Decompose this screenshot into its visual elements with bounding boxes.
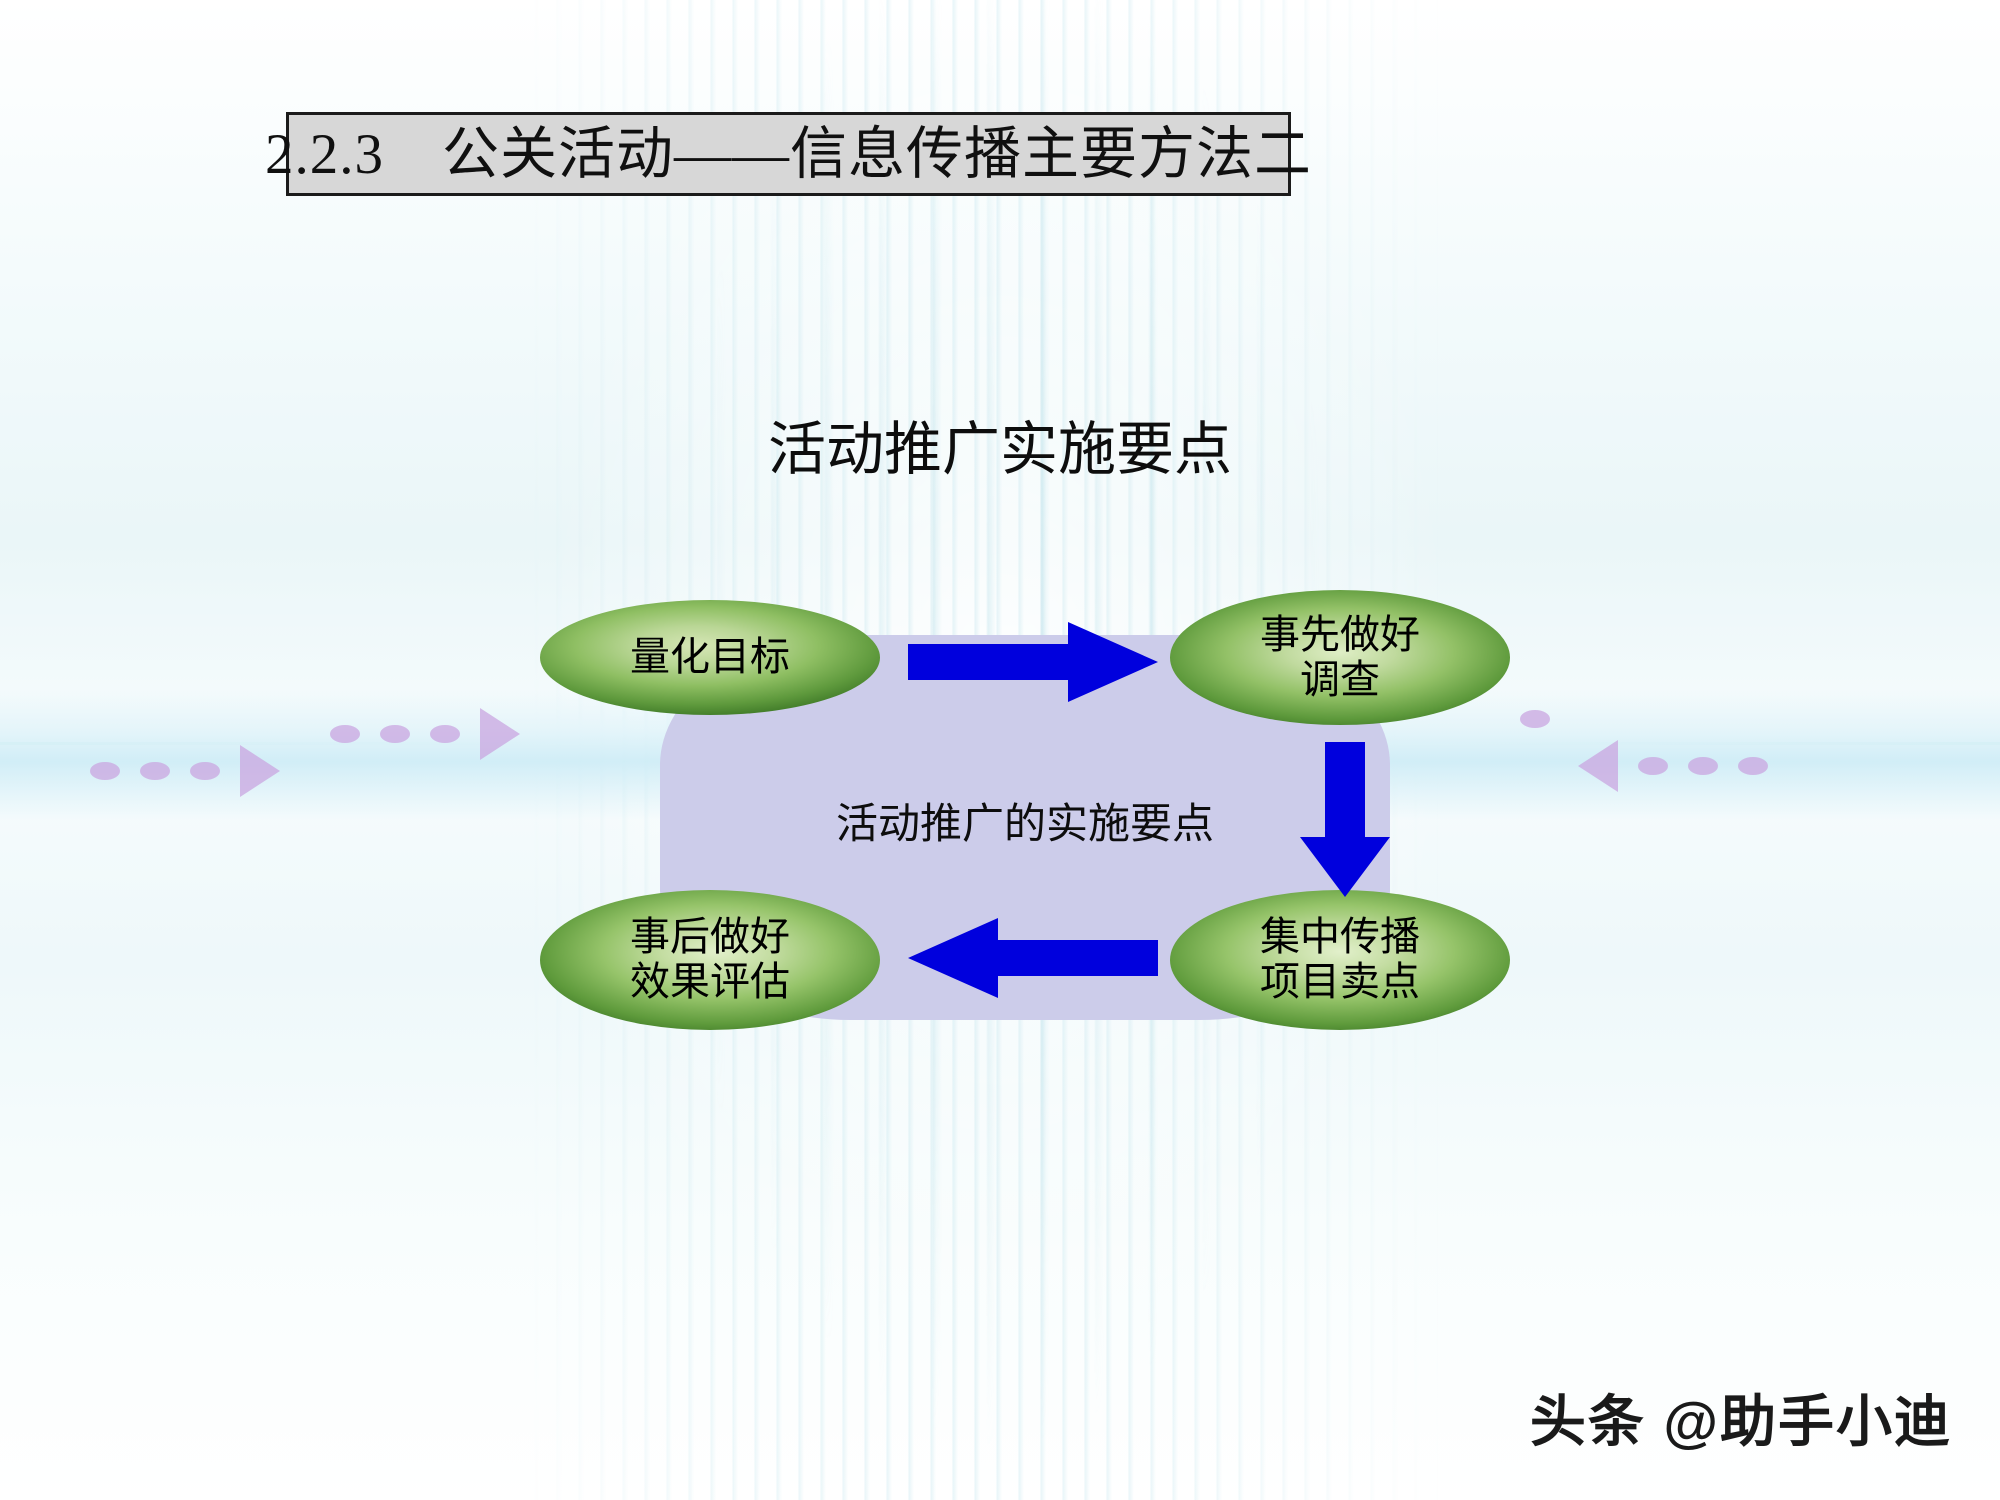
decoration-left-upper [330, 708, 520, 760]
decor-dot-icon [330, 725, 360, 743]
diagram-node-post-eval[interactable]: 事后做好 效果评估 [540, 890, 880, 1030]
decoration-right [1578, 740, 1768, 792]
decor-triangle-left-icon [1578, 740, 1618, 792]
decor-dot-icon [90, 762, 120, 780]
decoration-right-dot [1520, 710, 1550, 728]
diagram-node-label: 量化目标 [630, 634, 790, 680]
decor-dot-icon [1738, 757, 1768, 775]
arrow-right-icon [908, 622, 1158, 702]
decor-dot-icon [1688, 757, 1718, 775]
diagram-node-quantify-goal[interactable]: 量化目标 [540, 600, 880, 715]
decor-dot-icon [1520, 710, 1550, 728]
watermark: 头条 @助手小迪 [1529, 1390, 1952, 1453]
decor-dot-icon [190, 762, 220, 780]
diagram-node-label: 事后做好 效果评估 [630, 914, 790, 1004]
slide-subtitle: 活动推广实施要点 [767, 417, 1232, 482]
implementation-points-diagram: 量化目标 事先做好 调查 集中传播 项目卖点 事后做好 效果评估 活动推广的实施… [540, 590, 1540, 1050]
slide-title-box: 2.2.3 公关活动——信息传播主要方法二 [265, 112, 1311, 196]
diagram-node-prior-research[interactable]: 事先做好 调查 [1170, 590, 1510, 725]
arrow-left-icon [908, 918, 1158, 998]
diagram-node-label: 集中传播 项目卖点 [1260, 914, 1420, 1004]
decor-triangle-right-icon [480, 708, 520, 760]
decor-dot-icon [140, 762, 170, 780]
page-title: 2.2.3 公关活动——信息传播主要方法二 [265, 122, 1312, 186]
diagram-node-label: 事先做好 调查 [1260, 611, 1420, 702]
diagram-center-label: 活动推广的实施要点 [835, 802, 1214, 848]
diagram-node-focus-selling[interactable]: 集中传播 项目卖点 [1170, 890, 1510, 1030]
decor-dot-icon [430, 725, 460, 743]
background-ray-left [0, 742, 560, 745]
decoration-left-lower [90, 745, 280, 797]
decor-dot-icon [380, 725, 410, 743]
decor-triangle-right-icon [240, 745, 280, 797]
decor-dot-icon [1638, 757, 1668, 775]
arrow-down-icon [1300, 742, 1390, 897]
